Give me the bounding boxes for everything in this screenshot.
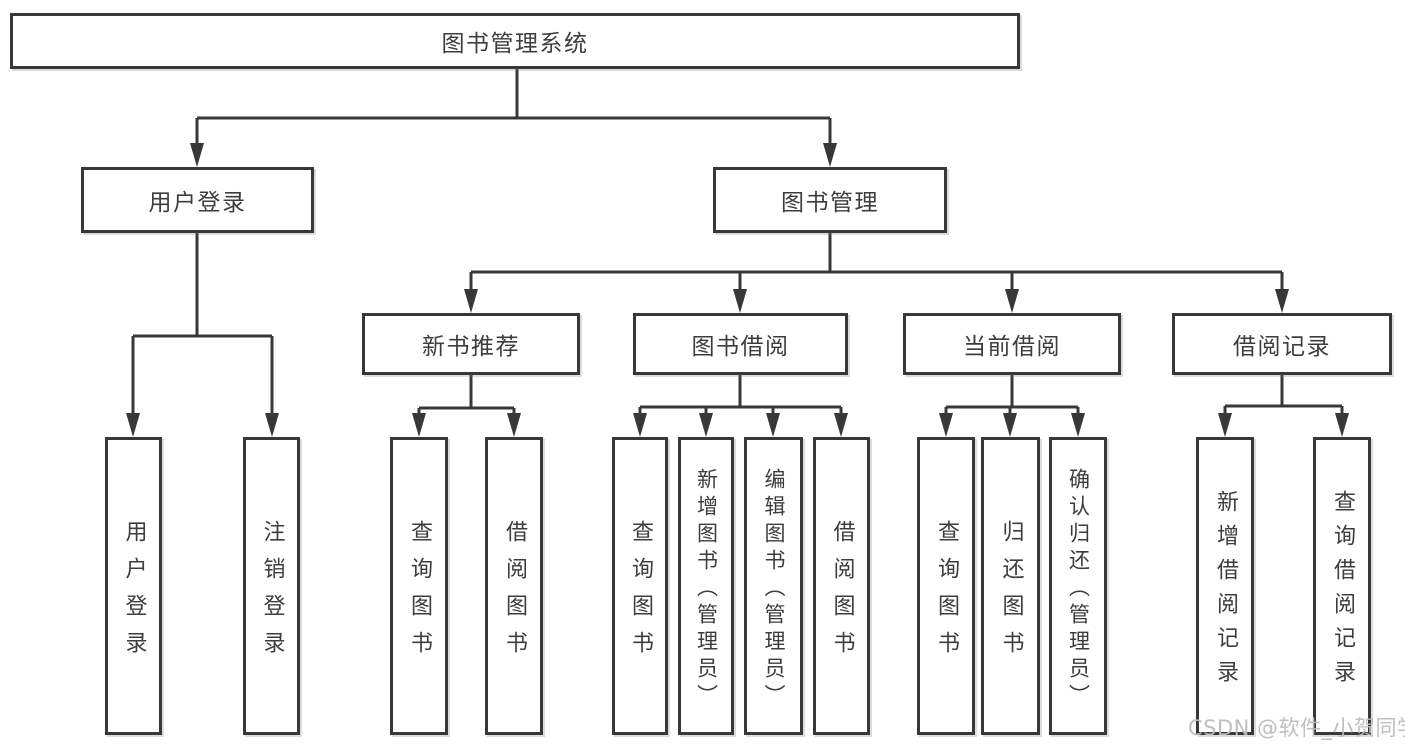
leaf-label: 查询图书 — [628, 519, 653, 668]
leaf-label: 查询图书 — [934, 519, 959, 668]
arrowhead — [939, 413, 953, 437]
leaf-confirm-return-admin: 确认归还（管理员） — [1049, 437, 1107, 735]
leaf-label: 注销登录 — [259, 519, 285, 668]
arrowhead — [1335, 413, 1349, 437]
node-library-management-system: 图书管理系统 — [10, 13, 1020, 69]
leaf-user-login: 用户登录 — [105, 437, 162, 735]
arrowhead — [1071, 413, 1085, 437]
leaf-label: 查询借阅记录 — [1330, 490, 1355, 694]
edge-book-borrowing-to-leaves — [638, 375, 843, 415]
leaf-query-borrowing-record: 查询借阅记录 — [1313, 437, 1371, 735]
node-borrowing-records: 借阅记录 — [1172, 313, 1392, 375]
arrowhead — [699, 413, 713, 437]
node-label: 借阅记录 — [1233, 334, 1331, 360]
arrowhead — [507, 413, 521, 437]
node-label: 图书管理系统 — [441, 31, 589, 57]
leaf-label: 借阅图书 — [502, 519, 527, 668]
leaf-label: 归还图书 — [998, 519, 1024, 668]
arrowhead — [126, 413, 140, 437]
node-label: 新书推荐 — [422, 334, 520, 360]
leaf-edit-books-admin: 编辑图书（管理员） — [744, 437, 803, 735]
arrowhead — [1003, 413, 1017, 437]
arrowhead — [190, 143, 204, 167]
leaf-label: 用户登录 — [121, 519, 147, 668]
edge-user-login-to-leaves — [131, 233, 274, 415]
arrowhead — [1275, 289, 1289, 313]
arrowhead — [766, 413, 780, 437]
node-label: 用户登录 — [148, 190, 247, 216]
node-current-borrowing: 当前借阅 — [903, 313, 1121, 375]
arrowhead — [1005, 289, 1019, 313]
leaf-borrow-books: 借阅图书 — [813, 437, 870, 735]
edge-root-to-level1 — [195, 69, 832, 145]
node-label: 图书借阅 — [691, 334, 790, 360]
edge-borrowing-records-to-leaves — [1223, 375, 1344, 415]
arrowhead — [464, 289, 478, 313]
arrowhead — [633, 413, 647, 437]
arrowhead — [412, 413, 426, 437]
csdn-watermark: CSDN @软件_小贺同学 — [1188, 716, 1405, 740]
leaf-label: 编辑图书（管理员） — [762, 467, 786, 711]
edge-new-book-recommendation-to-leaves — [417, 375, 516, 415]
edge-current-borrowing-to-leaves — [944, 375, 1080, 415]
node-label: 图书管理 — [781, 190, 879, 216]
arrowhead — [733, 289, 747, 313]
node-book-borrowing: 图书借阅 — [633, 313, 848, 375]
node-new-book-recommendation: 新书推荐 — [362, 313, 580, 375]
arrowheads — [126, 143, 1349, 437]
node-user-login: 用户登录 — [81, 167, 314, 233]
leaf-query-books-current: 查询图书 — [917, 437, 975, 735]
leaf-label: 新增借阅记录 — [1213, 490, 1238, 694]
node-label: 当前借阅 — [963, 334, 1061, 360]
node-book-management: 图书管理 — [713, 167, 947, 233]
leaf-label: 确认归还（管理员） — [1066, 467, 1091, 711]
leaf-label: 查询图书 — [407, 519, 432, 668]
arrowhead — [1218, 413, 1232, 437]
leaf-query-books-recommendation: 查询图书 — [390, 437, 448, 735]
leaf-add-books-admin: 新增图书（管理员） — [678, 437, 734, 735]
arrowhead — [823, 143, 837, 167]
leaf-borrow-books-recommendation: 借阅图书 — [485, 437, 543, 735]
leaf-label: 新增图书（管理员） — [694, 467, 719, 711]
edge-book-management-to-level2 — [469, 233, 1284, 291]
leaf-add-borrowing-record: 新增借阅记录 — [1196, 437, 1254, 735]
leaf-logout: 注销登录 — [243, 437, 300, 735]
leaf-return-books: 归还图书 — [981, 437, 1040, 735]
arrowhead — [265, 413, 279, 437]
leaf-query-books-borrowing: 查询图书 — [612, 437, 668, 735]
arrowhead — [834, 413, 848, 437]
leaf-label: 借阅图书 — [829, 519, 855, 668]
